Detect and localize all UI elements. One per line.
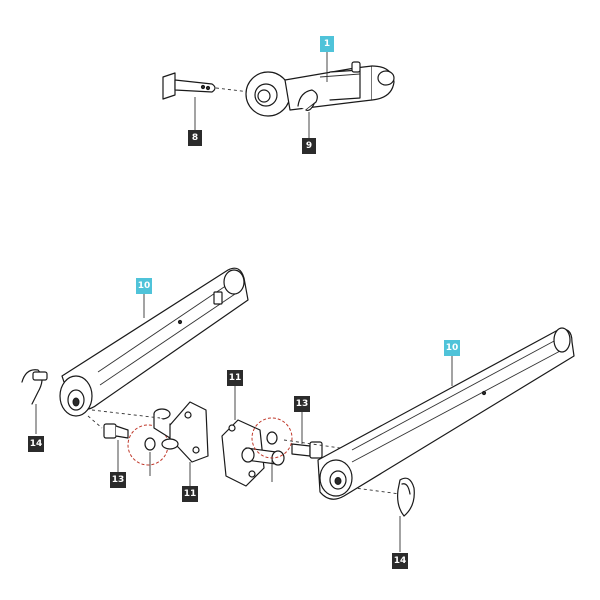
callout-11-left: 11	[182, 486, 198, 502]
right-bolt	[291, 441, 323, 459]
svg-text:14: 14	[30, 439, 43, 449]
callout-13-left: 13	[110, 472, 126, 488]
svg-text:9: 9	[306, 141, 312, 151]
callout-8: 8	[188, 130, 202, 146]
right-lower-arm	[317, 327, 575, 500]
svg-text:13: 13	[112, 475, 125, 485]
svg-text:13: 13	[296, 399, 309, 409]
callout-14-left: 14	[28, 436, 44, 452]
callout-11-right: 11	[227, 370, 243, 386]
svg-text:10: 10	[138, 281, 151, 291]
svg-text:8: 8	[192, 133, 198, 143]
left-lynch-pin	[21, 369, 48, 405]
callout-9: 9	[302, 138, 316, 154]
svg-text:11: 11	[184, 489, 197, 499]
callout-10-left: 10	[136, 278, 152, 294]
left-lower-arm-assembly: 10 14 13 11	[21, 267, 249, 502]
left-lower-arm	[59, 267, 249, 417]
right-lynch-pin	[397, 477, 415, 517]
right-lower-arm-assembly: 11 13 10 14	[221, 327, 575, 569]
svg-text:1: 1	[324, 39, 330, 49]
right-bracket	[221, 419, 285, 487]
callout-10-right: 10	[444, 340, 460, 356]
svg-text:11: 11	[229, 373, 242, 383]
top-link	[245, 61, 395, 117]
left-bracket	[153, 401, 209, 463]
top-link-pin	[162, 72, 216, 100]
callout-1: 1	[320, 36, 334, 52]
left-bolt	[103, 423, 129, 439]
top-link-assembly: 1 8 9	[162, 36, 395, 154]
svg-text:14: 14	[394, 556, 407, 566]
top-link-clip	[297, 89, 318, 111]
callout-13-right: 13	[294, 396, 310, 412]
svg-text:10: 10	[446, 343, 459, 353]
callout-14-right: 14	[392, 553, 408, 569]
